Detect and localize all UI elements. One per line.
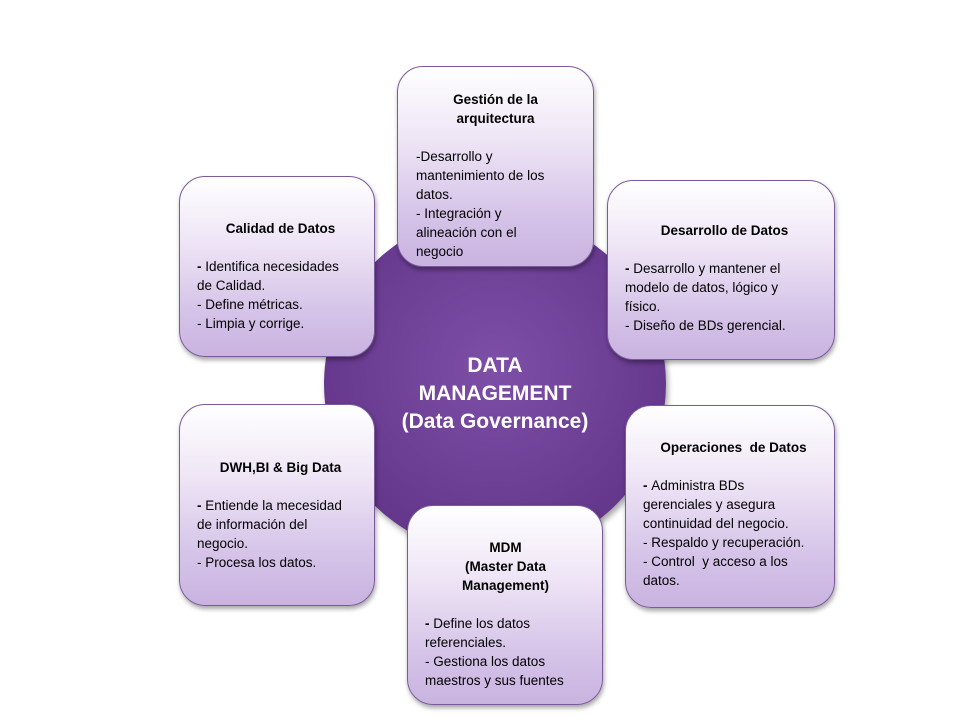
box-title: Calidad de Datos: [225, 221, 336, 236]
box-item: - Identifica necesidades: [197, 257, 364, 276]
dash-bullet: -: [197, 259, 206, 274]
box-item: datos.: [416, 187, 453, 202]
box-item: referenciales.: [425, 635, 507, 650]
box-item: mantenimiento de los: [416, 168, 545, 183]
box-item-text: Identifica necesidades: [205, 259, 339, 274]
dash-bullet: -: [643, 478, 652, 493]
box-item: modelo de datos, lógico y: [625, 280, 779, 295]
box-item: maestros y sus fuentes: [425, 673, 564, 688]
box-item: de información del: [197, 517, 308, 532]
box-title: DWH,BI & Big Data: [219, 460, 342, 475]
box-title: Desarrollo de Datos: [660, 223, 789, 238]
dash-bullet: -: [197, 498, 206, 513]
box-item: - Define métricas.: [197, 297, 303, 312]
box-item: de Calidad.: [197, 278, 266, 293]
box-item: -Desarrollo y: [416, 149, 493, 164]
box-item: - Define los datos: [425, 614, 592, 633]
center-label-line3: (Data Governance): [401, 410, 589, 433]
box-item: datos.: [643, 573, 680, 588]
box-data-operations: Operaciones de Datos - Administra BDs ge…: [625, 405, 835, 608]
box-item: - Control y acceso a los: [643, 554, 788, 569]
dash-bullet: -: [625, 261, 634, 276]
box-item: - Limpia y corrige.: [197, 316, 305, 331]
box-title-line1: Gestión de la: [453, 92, 538, 107]
box-item: - Entiende la mecesidad: [197, 496, 364, 515]
box-item: continuidad del negocio.: [643, 516, 789, 531]
box-item-text: Entiende la mecesidad: [205, 498, 342, 513]
center-label: DATA MANAGEMENT (Data Governance): [380, 352, 610, 436]
box-mdm: MDM (Master Data Management) - Define lo…: [407, 505, 603, 705]
box-item-text: Define los datos: [433, 616, 531, 631]
box-title-line1: MDM: [489, 540, 522, 555]
box-item: - Integración y: [416, 206, 502, 221]
center-label-line2: MANAGEMENT: [418, 382, 572, 405]
box-architecture-management: Gestión de la arquitectura -Desarrollo y…: [397, 66, 594, 267]
box-title: Operaciones de Datos: [660, 440, 807, 455]
box-item-text: Desarrollo y mantener el: [633, 261, 781, 276]
dash-bullet: -: [425, 616, 434, 631]
box-title-line2: (Master Data: [464, 559, 547, 574]
box-item: negocio.: [197, 536, 249, 551]
box-item-text: Administra BDs: [651, 478, 745, 493]
box-item: físico.: [625, 299, 661, 314]
box-item: - Diseño de BDs gerencial.: [625, 318, 786, 333]
box-item: - Administra BDs: [643, 476, 824, 495]
box-item: - Desarrollo y mantener el: [625, 259, 824, 278]
box-item: gerenciales y asegura: [643, 497, 776, 512]
box-item: - Gestiona los datos: [425, 654, 546, 669]
box-item: - Procesa los datos.: [197, 555, 317, 570]
box-title-line2: arquitectura: [456, 111, 535, 126]
box-dwh-bi-bigdata: DWH,BI & Big Data - Entiende la mecesida…: [179, 404, 375, 606]
center-label-line1: DATA: [467, 354, 523, 377]
box-title-line3: Management): [461, 578, 549, 593]
box-item: alineación con el: [416, 225, 517, 240]
box-item: - Respaldo y recuperación.: [643, 535, 805, 550]
box-item: negocio: [416, 244, 464, 259]
box-data-development: Desarrollo de Datos - Desarrollo y mante…: [607, 180, 835, 360]
box-data-quality: Calidad de Datos - Identifica necesidade…: [179, 176, 375, 357]
